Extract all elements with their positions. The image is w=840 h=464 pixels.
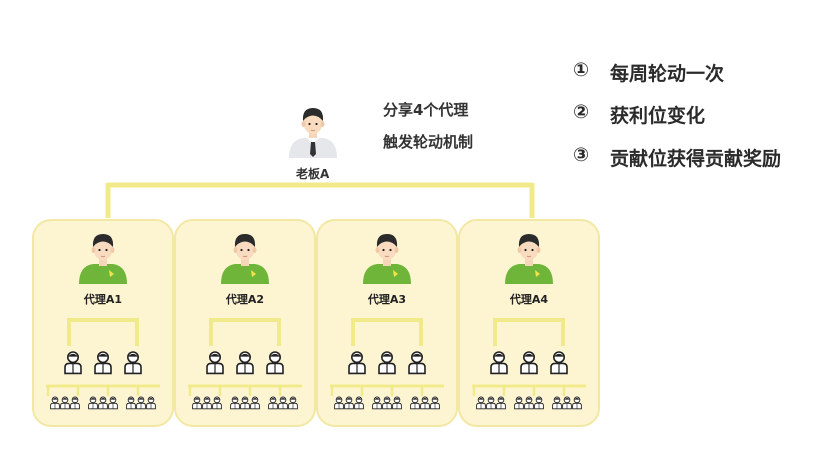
agent-4-member-3: [550, 351, 568, 375]
rule-text-1: 每周轮动一次: [610, 63, 725, 85]
agent-2-group-1-member-3: [212, 396, 222, 410]
agent-2-group-1-member-2: [202, 396, 212, 410]
agent-avatar-1: [79, 234, 127, 284]
rule-number-2: ②: [573, 101, 590, 123]
agent-4-group-2-member-2: [524, 396, 534, 410]
agent-4-member-2: [520, 351, 538, 375]
agent-4-group-1-member-1: [476, 396, 486, 410]
agent-3-group-3-member-1: [410, 396, 420, 410]
agent-4-member-1: [490, 351, 508, 375]
agent-card-2: [174, 219, 316, 427]
rule-text-2: 获利位变化: [610, 105, 706, 127]
agent-2-member-2: [236, 351, 254, 375]
agent-3-group-2-member-2: [382, 396, 392, 410]
agent-3-group-3-member-2: [420, 396, 430, 410]
agent-2-group-3-member-2: [278, 396, 288, 410]
agent-2-group-3-member-3: [288, 396, 298, 410]
agent-1-group-2-member-2: [98, 396, 108, 410]
agent-2-member-3: [266, 351, 284, 375]
agent-4-group-1-member-3: [496, 396, 506, 410]
boss-label: 老板A: [296, 167, 330, 181]
agent-1-group-2-member-1: [88, 396, 98, 410]
agent-card-1: [32, 219, 174, 427]
agent-4-group-2-member-3: [534, 396, 544, 410]
agent-3-group-3-member-3: [430, 396, 440, 410]
agent-label-1: 代理A1: [83, 293, 123, 306]
note-line-1: 分享4个代理: [383, 101, 469, 119]
agent-4-group-3-member-1: [552, 396, 562, 410]
rule-text-3: 贡献位获得贡献奖励: [610, 148, 782, 170]
agent-avatar-2: [221, 234, 269, 284]
rule-number-1: ①: [573, 59, 590, 81]
agent-card-4: [458, 219, 600, 427]
agent-2-group-2-member-1: [230, 396, 240, 410]
agent-1-member-2: [94, 351, 112, 375]
agent-3-group-2-member-3: [392, 396, 402, 410]
agent-label-2: 代理A2: [225, 293, 265, 306]
agent-1-member-1: [64, 351, 82, 375]
agent-4-group-2-member-1: [514, 396, 524, 410]
agent-avatar-3: [363, 234, 411, 284]
agent-2-member-1: [206, 351, 224, 375]
boss-avatar: [289, 108, 337, 158]
agent-2-group-2-member-2: [240, 396, 250, 410]
agent-avatar-4: [505, 234, 553, 284]
agent-3-member-1: [348, 351, 366, 375]
agent-1-group-3-member-1: [126, 396, 136, 410]
agent-label-3: 代理A3: [367, 293, 407, 306]
agent-1-group-3-member-3: [146, 396, 156, 410]
agent-1-member-3: [124, 351, 142, 375]
agent-3-group-2-member-1: [372, 396, 382, 410]
agent-3-group-1-member-2: [344, 396, 354, 410]
agent-1-group-2-member-3: [108, 396, 118, 410]
agent-card-3: [316, 219, 458, 427]
agent-3-group-1-member-3: [354, 396, 364, 410]
agent-4-group-3-member-3: [572, 396, 582, 410]
agent-1-group-1-member-2: [60, 396, 70, 410]
agent-2-group-1-member-1: [192, 396, 202, 410]
agent-4-group-3-member-2: [562, 396, 572, 410]
agent-3-member-3: [408, 351, 426, 375]
agent-1-group-3-member-2: [136, 396, 146, 410]
agent-label-4: 代理A4: [509, 293, 549, 306]
agent-4-group-1-member-2: [486, 396, 496, 410]
agent-1-group-1-member-1: [50, 396, 60, 410]
agent-1-group-1-member-3: [70, 396, 80, 410]
agent-2-group-2-member-3: [250, 396, 260, 410]
agent-3-group-1-member-1: [334, 396, 344, 410]
agent-2-group-3-member-1: [268, 396, 278, 410]
rule-number-3: ③: [573, 144, 590, 166]
note-line-2: 触发轮动机制: [383, 133, 474, 151]
agent-3-member-2: [378, 351, 396, 375]
